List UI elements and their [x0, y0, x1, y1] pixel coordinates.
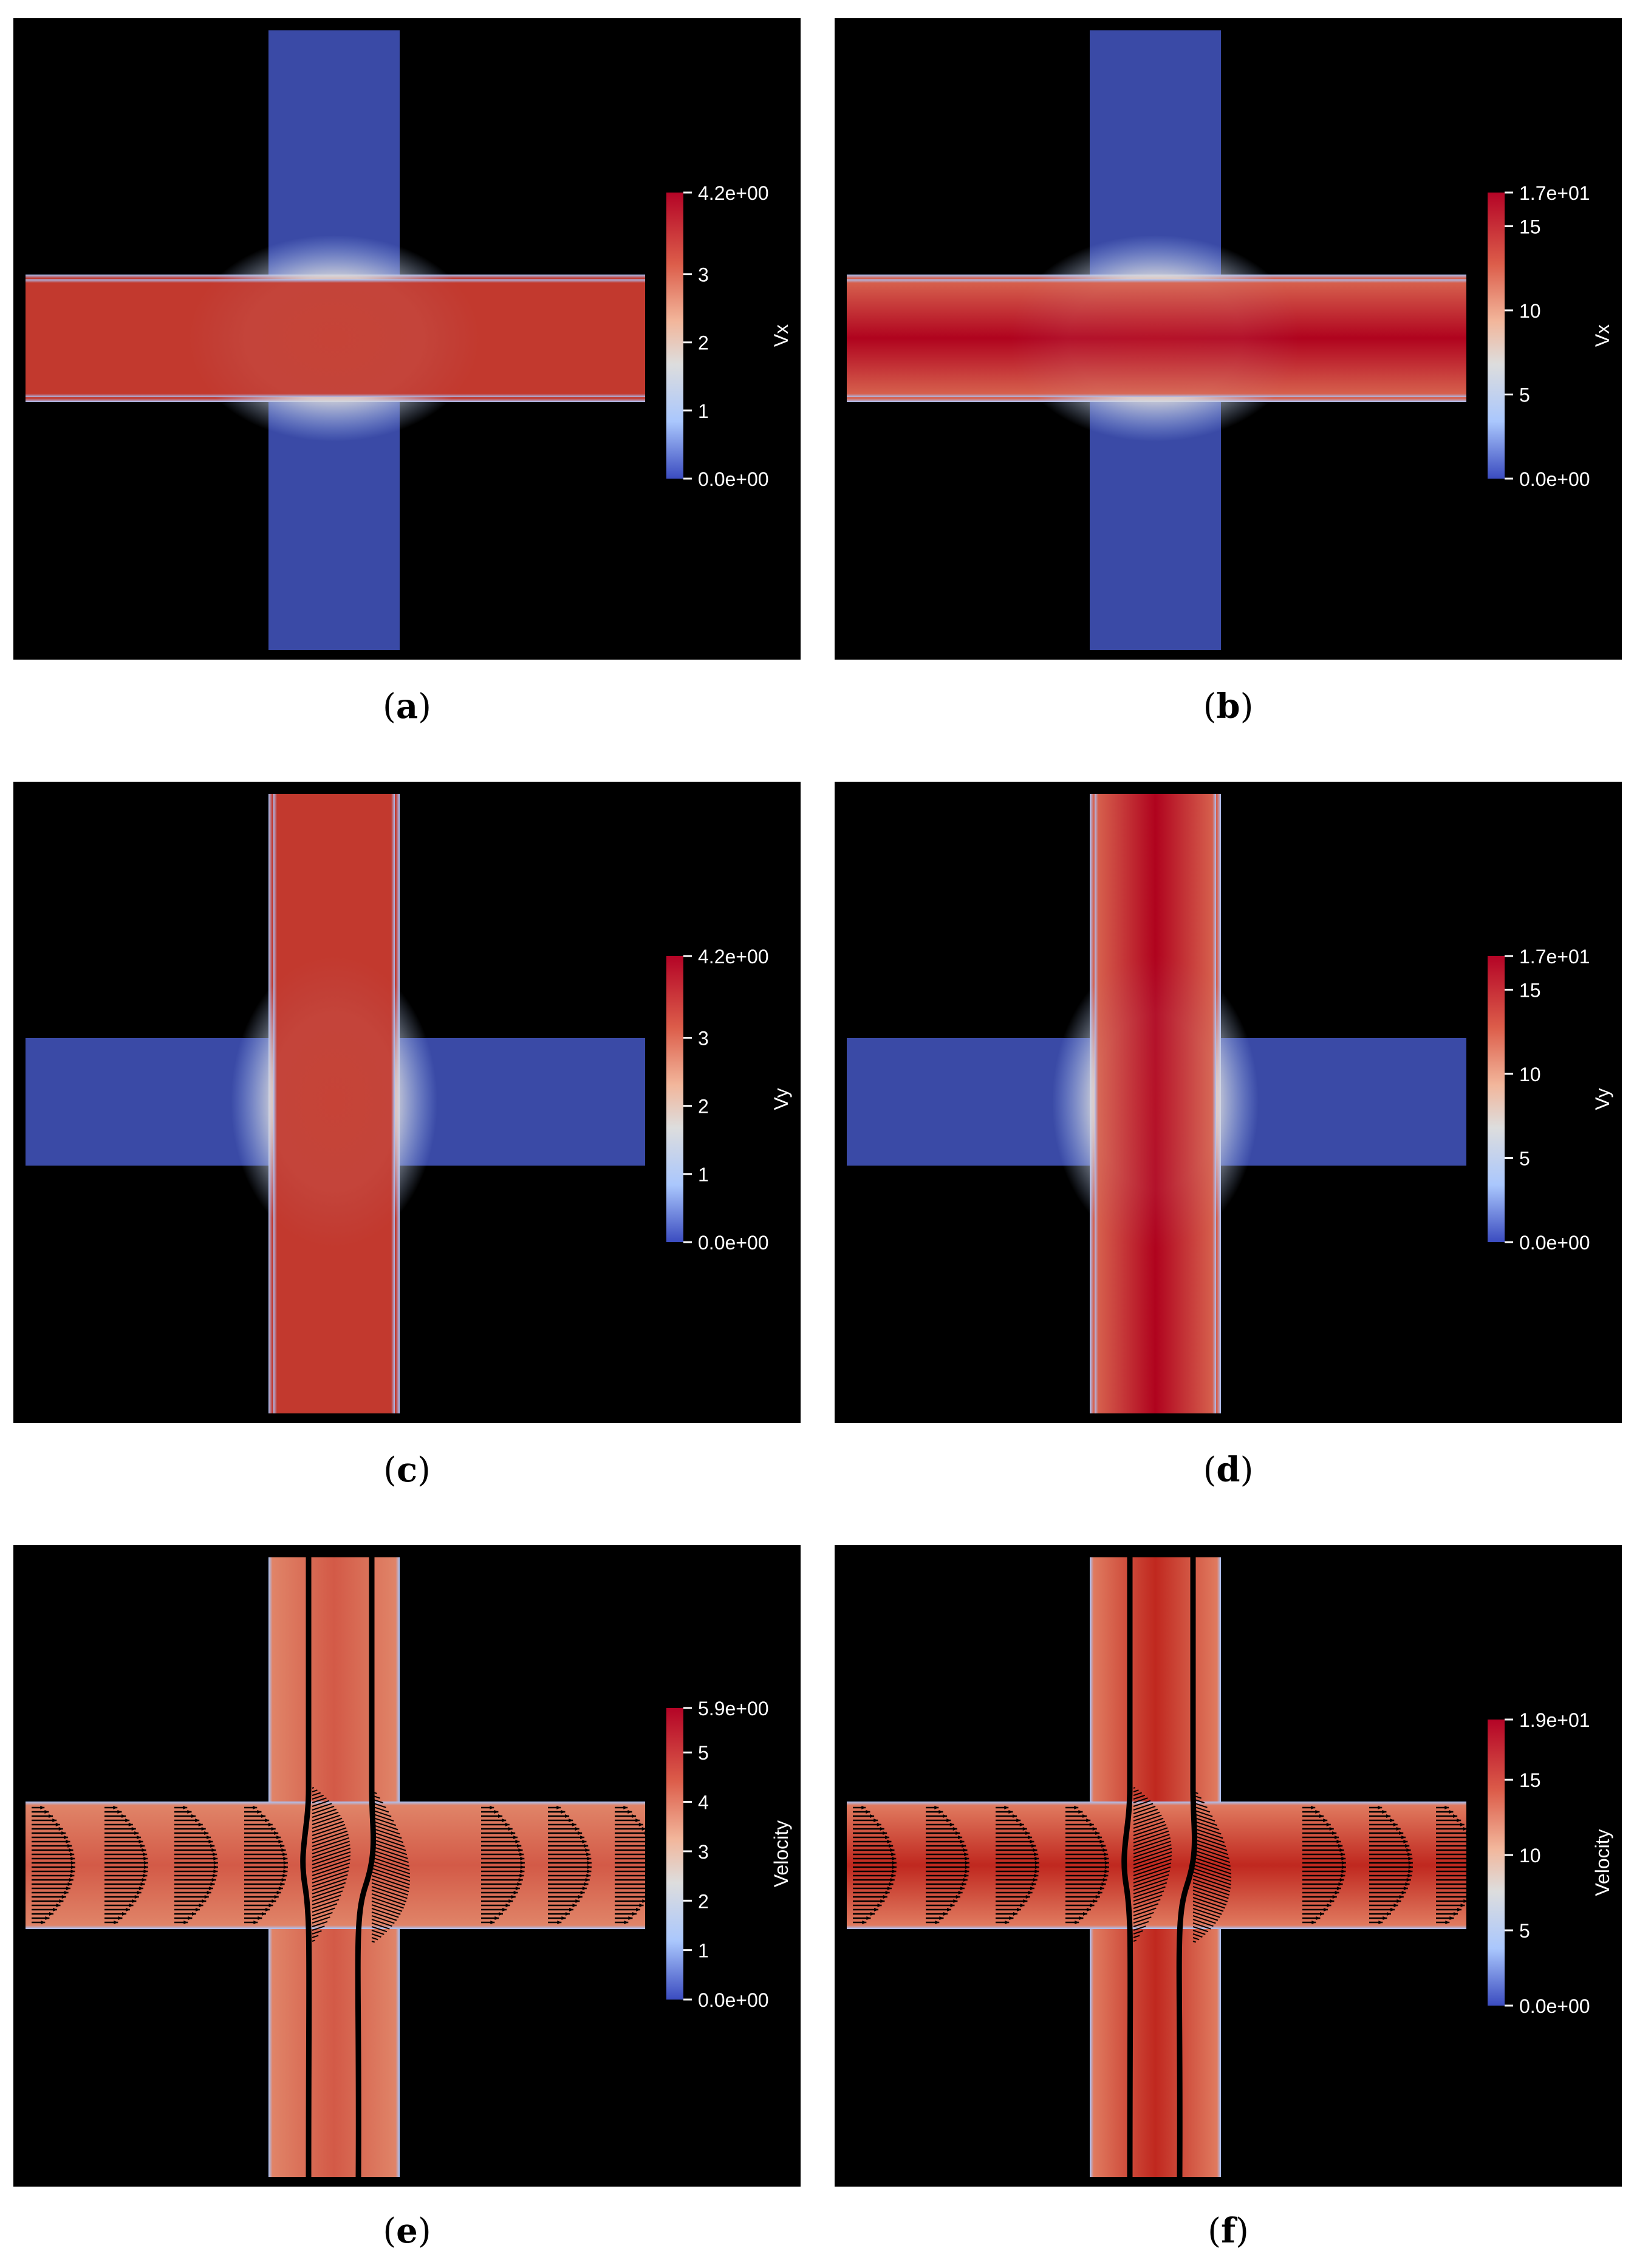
colorbar — [1488, 1720, 1505, 2006]
caption-b-letter: b — [1216, 686, 1240, 726]
colorbar-title: Vx — [770, 324, 792, 347]
colorbar-tick-label: 15 — [1519, 1769, 1541, 1791]
horizontal-jet — [26, 279, 645, 397]
colorbar-tick-label: 5.9e+00 — [698, 1698, 769, 1720]
caption-f: (f) — [1208, 2211, 1249, 2251]
colorbar-tick-label: 1 — [698, 1164, 709, 1186]
colorbar-tick-label: 4.2e+00 — [698, 182, 769, 204]
velocity-profile-1 — [926, 1806, 969, 1924]
colorbar-tick-label: 4.2e+00 — [698, 946, 769, 968]
caption-e: (e) — [383, 2211, 431, 2251]
velocity-profile-5 — [548, 1806, 592, 1924]
colorbar-tick-label: 1.7e+01 — [1519, 946, 1590, 968]
colorbar-tick-label: 0.0e+00 — [1519, 468, 1590, 490]
colorbar-tick-label: 2 — [698, 332, 709, 354]
colorbar-title: Velocity — [1591, 1829, 1613, 1896]
caption-d: (d) — [1203, 1450, 1254, 1490]
colorbar-tick-label: 1.9e+01 — [1519, 1709, 1590, 1731]
colorbar-tick-label: 5 — [698, 1742, 709, 1764]
colorbar-tick-label: 4 — [698, 1792, 709, 1814]
junction-profile-0 — [312, 1787, 351, 1942]
velocity-profile-6 — [615, 1806, 658, 1924]
colorbar-tick-label: 5 — [1519, 1147, 1530, 1169]
colorbar-tick-label: 0.0e+00 — [698, 468, 769, 490]
panel-a: 4.2e+00 3 2 1 0.0e+00 Vx — [13, 18, 801, 660]
velocity-profile-0 — [32, 1806, 75, 1924]
colorbar-tick-label: 1.7e+01 — [1519, 182, 1590, 204]
panel-e: 5.9e+00 5 4 3 2 1 0.0e+00 Velocity — [13, 1545, 801, 2187]
caption-f-letter: f — [1220, 2211, 1236, 2251]
colorbar-tick-label: 10 — [1519, 300, 1541, 322]
panel-d: 1.7e+01 15 10 5 0.0e+00 Vy — [835, 782, 1622, 1423]
velocity-profile-4 — [1302, 1806, 1346, 1924]
panel-f: 1.9e+01 15 10 5 0.0e+00 Velocity — [835, 1545, 1622, 2187]
panel-b: 1.7e+01 15 10 5 0.0e+00 Vx — [835, 18, 1622, 660]
caption-c-letter: c — [396, 1450, 418, 1490]
caption-e-letter: e — [396, 2211, 418, 2251]
colorbar-tick-label: 2 — [698, 1890, 709, 1912]
colorbar-tick-label: 15 — [1519, 979, 1541, 1001]
colorbar-tick-label: 2 — [698, 1096, 709, 1118]
colorbar-tick-label: 1 — [698, 1940, 709, 1962]
junction-profile-1 — [371, 1788, 411, 1943]
velocity-profile-1 — [104, 1806, 148, 1924]
colorbar-title: Vy — [1591, 1088, 1613, 1110]
colorbar-tick-label: 15 — [1519, 216, 1541, 237]
colorbar-tick-label: 0.0e+00 — [1519, 1995, 1590, 2017]
colorbar-tick-label: 0.0e+00 — [1519, 1232, 1590, 1254]
colorbar — [666, 1708, 683, 2000]
caption-d-letter: d — [1216, 1450, 1240, 1490]
streamline-1 — [355, 1557, 376, 2177]
horizontal-channel — [26, 1802, 645, 1929]
velocity-profile-6 — [1436, 1806, 1480, 1924]
colorbar-tick-label: 3 — [698, 1841, 709, 1863]
streamline-0 — [1121, 1557, 1133, 2177]
panel-b-plot: 1.7e+01 15 10 5 0.0e+00 Vx — [835, 18, 1622, 660]
velocity-profile-3 — [244, 1806, 288, 1924]
colorbar-title: Vy — [770, 1088, 792, 1110]
panel-f-plot: 1.9e+01 15 10 5 0.0e+00 Velocity — [835, 1545, 1622, 2187]
colorbar — [666, 193, 683, 479]
colorbar-tick-label: 3 — [698, 1028, 709, 1050]
velocity-profile-2 — [996, 1806, 1039, 1924]
vertical-jet — [1095, 794, 1216, 1413]
colorbar-title: Vx — [1591, 324, 1613, 347]
velocity-profile-0 — [853, 1806, 897, 1924]
streamline-0 — [300, 1557, 312, 2177]
horizontal-jet — [847, 279, 1466, 397]
panel-c-plot: 4.2e+00 3 2 1 0.0e+00 Vy — [13, 782, 801, 1423]
panel-d-plot: 1.7e+01 15 10 5 0.0e+00 Vy — [835, 782, 1622, 1423]
colorbar — [666, 956, 683, 1242]
colorbar-tick-label: 10 — [1519, 1845, 1541, 1867]
colorbar-tick-label: 5 — [1519, 384, 1530, 406]
caption-b: (b) — [1203, 686, 1254, 726]
colorbar-tick-label: 0.0e+00 — [698, 1232, 769, 1254]
junction-profile-0 — [1133, 1787, 1172, 1942]
velocity-profile-4 — [481, 1806, 525, 1924]
caption-c: (c) — [383, 1450, 431, 1490]
velocity-profile-5 — [1369, 1806, 1413, 1924]
colorbar-tick-label: 3 — [698, 264, 709, 286]
colorbar-tick-label: 10 — [1519, 1064, 1541, 1085]
colorbar-title: Velocity — [770, 1820, 792, 1887]
junction-profile-1 — [1192, 1788, 1232, 1943]
velocity-profile-2 — [174, 1806, 218, 1924]
vertical-jet — [273, 794, 395, 1413]
horizontal-channel — [847, 1802, 1466, 1929]
caption-a-letter: a — [395, 686, 419, 726]
panel-c: 4.2e+00 3 2 1 0.0e+00 Vy — [13, 782, 801, 1423]
colorbar-tick-label: 1 — [698, 400, 709, 422]
colorbar-tick-label: 0.0e+00 — [698, 1989, 769, 2011]
velocity-profile-3 — [1065, 1806, 1109, 1924]
colorbar — [1488, 956, 1505, 1242]
panel-e-plot: 5.9e+00 5 4 3 2 1 0.0e+00 Velocity — [13, 1545, 801, 2187]
panel-a-plot: 4.2e+00 3 2 1 0.0e+00 Vx — [13, 18, 801, 660]
colorbar-tick-label: 5 — [1519, 1920, 1530, 1942]
caption-a: (a) — [382, 686, 431, 726]
colorbar — [1488, 193, 1505, 479]
streamline-1 — [1176, 1557, 1197, 2177]
